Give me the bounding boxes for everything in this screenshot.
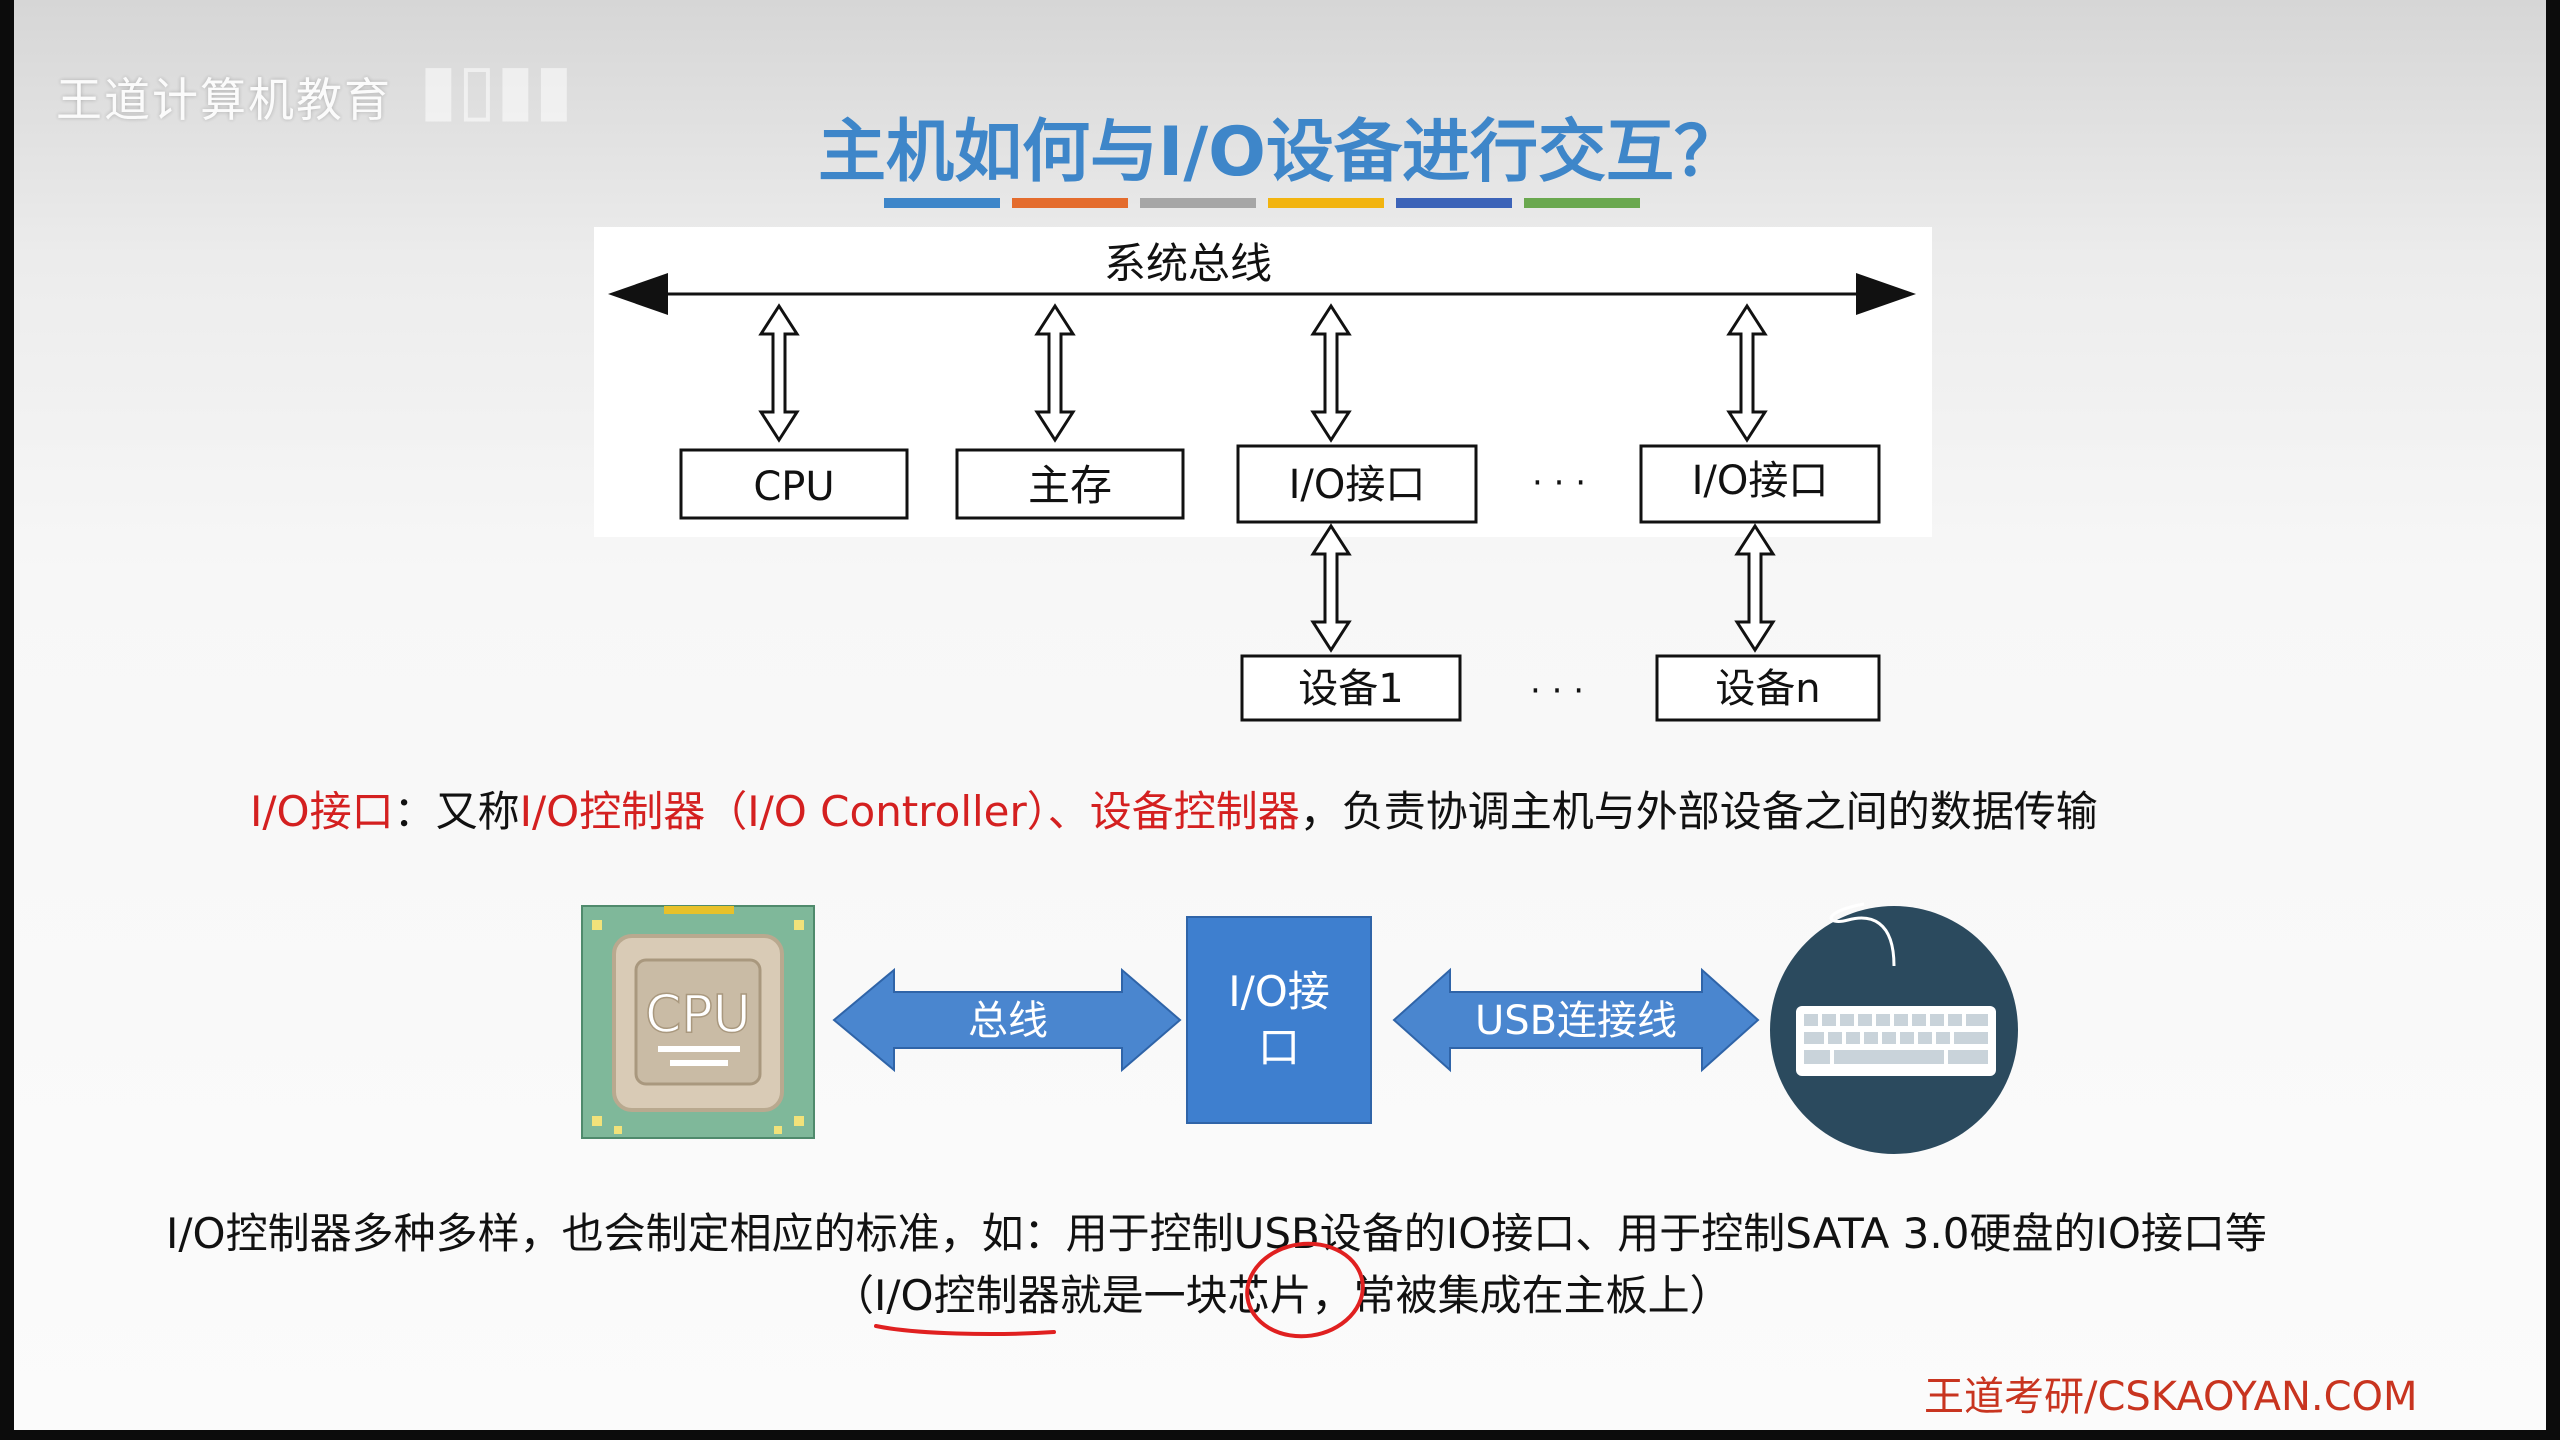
memory-label: 主存 [1028,461,1112,510]
definition-rest: ，负责协调主机与外部设备之间的数据传输 [1299,787,2098,836]
note-line-2: （I/O控制器就是一块芯片，常被集成在主板上） [832,1271,1732,1320]
cpu-label: CPU [753,464,834,510]
slide: 王道计算机教育 ▮▯▮▮ 主机如何与I/O设备进行交互？ 系统总线 [14,0,2546,1430]
io-interface-label-1: I/O接口 [1289,462,1426,508]
circle-annotation [1245,1241,1365,1339]
io-interface-definition: I/O接口：又称I/O控制器（I/O Controller）、设备控制器，负责协… [250,778,2098,839]
definition-aliases: I/O控制器（I/O Controller）、设备控制器 [519,787,1300,836]
bus-arrow [832,967,1182,1073]
cpu-chip-icon: CPU [581,905,815,1139]
title-bar-green [1524,198,1640,208]
title-bar-orange [1012,198,1128,208]
usb-arrow-label: USB连接线 [1475,998,1677,1044]
bus-arrow-label: 总线 [968,998,1048,1044]
underline-annotation [874,1324,1056,1336]
definition-term: I/O接口 [250,787,394,836]
title-bar-gray [1140,198,1256,208]
device-1-label: 设备1 [1298,666,1403,712]
memory-box [955,448,1185,520]
double-arrow-io2 [1726,303,1768,443]
double-arrow-cpu [758,303,800,443]
io-interface-box-1 [1236,444,1478,524]
footer-brand: 王道考研/CSKAOYAN.COM [1924,1374,2418,1420]
title-bar-blue [884,198,1000,208]
double-arrow-io1 [1310,303,1352,443]
cpu-box [679,448,909,520]
io-interface-block-label: I/O接口 [1228,967,1330,1072]
usb-arrow [1392,967,1760,1073]
device-1-box [1240,654,1462,722]
cpu-chip-label: CPU [645,985,751,1045]
watermark-text: 王道计算机教育 [56,73,392,127]
note-line-1: I/O控制器多种多样，也会制定相应的标准，如：用于控制USB设备的IO接口、用于… [166,1209,2267,1258]
io-interface-label-2: I/O接口 [1692,458,1829,504]
keyboard-icon [1770,902,2018,1154]
system-bus-label: 系统总线 [1104,239,1272,288]
device-n-box [1655,654,1881,722]
device-n-label: 设备n [1715,666,1820,712]
ellipsis-top: · · · [1532,463,1586,503]
double-arrow-device1 [1310,523,1352,653]
io-interface-block: I/O接口 [1186,916,1372,1124]
double-arrow-memory [1034,303,1076,443]
io-illustration: CPU 总线 USB连接线 [581,902,2018,1154]
bus-diagram: 系统总线 CPU 主存 I/O接口 · · · I/O接口 设备1 · · · … [608,239,1916,722]
double-arrow-devicen [1734,523,1776,653]
page-title: 主机如何与I/O设备进行交互？ [818,113,1742,192]
io-interface-box-2 [1639,444,1881,524]
title-bar-yellow [1268,198,1384,208]
title-bar-darkblue [1396,198,1512,208]
handwritten-annotations [874,1241,1365,1339]
ellipsis-bottom: · · · [1530,671,1584,711]
bilibili-logo-icon: ▮▯▮▮ [419,48,574,130]
definition-sep: ：又称 [393,787,520,836]
